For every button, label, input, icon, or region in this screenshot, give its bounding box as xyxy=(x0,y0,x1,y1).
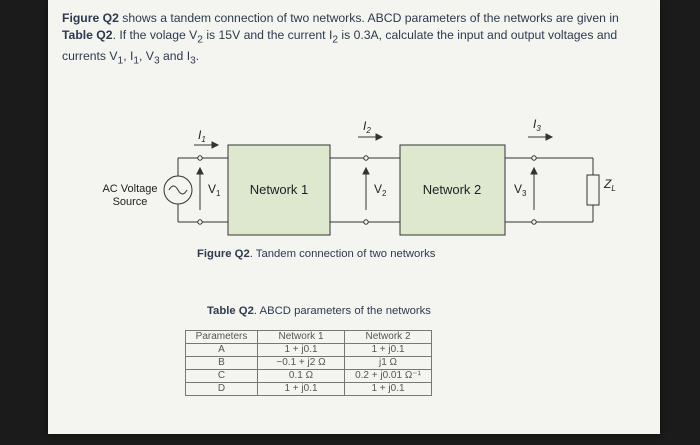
ac-source-icon xyxy=(163,175,193,205)
load-impedance-icon xyxy=(586,174,600,206)
terminals xyxy=(197,155,537,225)
table-cell: 1 + j0.1 xyxy=(257,343,345,357)
table-caption-text: . ABCD parameters of the networks xyxy=(253,305,431,317)
terminal-node xyxy=(531,219,537,225)
load-label: ZL xyxy=(603,177,616,193)
table-cell: j1 Ω xyxy=(344,356,432,370)
figure-caption-text: . Tandem connection of two networks xyxy=(249,248,436,260)
arrowhead-icon xyxy=(545,133,554,141)
table-cell: 1 + j0.1 xyxy=(344,343,432,357)
terminal-node xyxy=(531,155,537,161)
table-cell: 1 + j0.1 xyxy=(344,382,432,396)
problem-text: . xyxy=(195,49,200,64)
abcd-parameters-table: Parameters Network 1 Network 2 A 1 + j0.… xyxy=(185,330,432,396)
circuit-diagram: AC Voltage Source Network 1 Network 2 V1… xyxy=(102,117,616,236)
i2-label: I2 xyxy=(363,119,371,135)
i1-label: I1 xyxy=(198,128,206,144)
problem-statement: Figure Q2 shows a tandem connection of t… xyxy=(62,10,650,70)
figure-ref: Figure Q2 xyxy=(62,11,119,25)
network-2-box xyxy=(399,144,506,236)
table-cell: B xyxy=(185,356,258,370)
arrowhead-icon xyxy=(211,141,220,149)
source-label: Source xyxy=(113,196,148,208)
terminal-node xyxy=(363,219,369,225)
subscript: 3 xyxy=(190,55,196,67)
table-cell: C xyxy=(185,369,258,383)
terminal-node xyxy=(197,219,203,225)
table-cell: A xyxy=(185,343,258,357)
arrowhead-icon xyxy=(362,166,370,175)
arrowhead-icon xyxy=(530,166,538,175)
header-cell: Network 2 xyxy=(344,330,432,344)
table-cell: D xyxy=(185,382,258,396)
v3-label: V3 xyxy=(514,182,527,198)
terminal-node xyxy=(363,155,369,161)
table-row: A 1 + j0.1 1 + j0.1 xyxy=(185,343,432,357)
problem-text: , V xyxy=(139,49,154,64)
terminal-node xyxy=(197,155,203,161)
table-cell: 0.2 + j0.01 Ω⁻¹ xyxy=(344,369,432,383)
table-caption: Table Q2. ABCD parameters of the network… xyxy=(207,305,431,317)
problem-text: is 0.3A, calculate the input and output … xyxy=(62,28,618,64)
arrowhead-icon xyxy=(196,166,204,175)
table-cell: 0.1 Ω xyxy=(257,369,345,383)
figure-caption: Figure Q2. Tandem connection of two netw… xyxy=(197,248,435,260)
table-row: C 0.1 Ω 0.2 + j0.01 Ω⁻¹ xyxy=(185,369,432,383)
network-2-label: Network 2 xyxy=(423,182,482,197)
subscript: 2 xyxy=(332,34,338,46)
table-ref: Table Q2 xyxy=(62,28,113,42)
subscript: 2 xyxy=(197,34,203,46)
subscript: 3 xyxy=(153,55,160,67)
table-row: B −0.1 + j2 Ω j1 Ω xyxy=(185,356,432,370)
network-1-label: Network 1 xyxy=(250,182,309,197)
problem-text: . If the volage V xyxy=(112,28,198,42)
problem-text: and I xyxy=(159,49,191,64)
network-1-box xyxy=(227,144,331,236)
table-header-row: Parameters Network 1 Network 2 xyxy=(185,330,432,344)
problem-text: shows a tandem connection of two network… xyxy=(118,11,619,25)
arrowhead-icon xyxy=(375,133,384,141)
figure-caption-label: Figure Q2 xyxy=(197,248,250,260)
header-cell: Parameters xyxy=(185,330,258,344)
current-arrows xyxy=(194,133,554,149)
v1-label: V1 xyxy=(208,182,221,198)
table-row: D 1 + j0.1 1 + j0.1 xyxy=(185,382,432,396)
table-cell: −0.1 + j2 Ω xyxy=(257,356,345,370)
table-caption-label: Table Q2 xyxy=(207,305,254,317)
subscript: 1 xyxy=(133,55,140,67)
table-cell: 1 + j0.1 xyxy=(257,382,345,396)
v2-label: V2 xyxy=(374,182,387,198)
header-cell: Network 1 xyxy=(257,330,345,344)
source-label: AC Voltage xyxy=(102,183,157,195)
subscript: 1 xyxy=(117,55,124,67)
problem-text: is 15V and the current I xyxy=(202,28,333,42)
problem-text: , I xyxy=(123,49,134,64)
i3-label: I3 xyxy=(533,117,541,133)
worksheet-page: Figure Q2 shows a tandem connection of t… xyxy=(48,0,660,434)
voltage-arrows xyxy=(196,166,538,210)
